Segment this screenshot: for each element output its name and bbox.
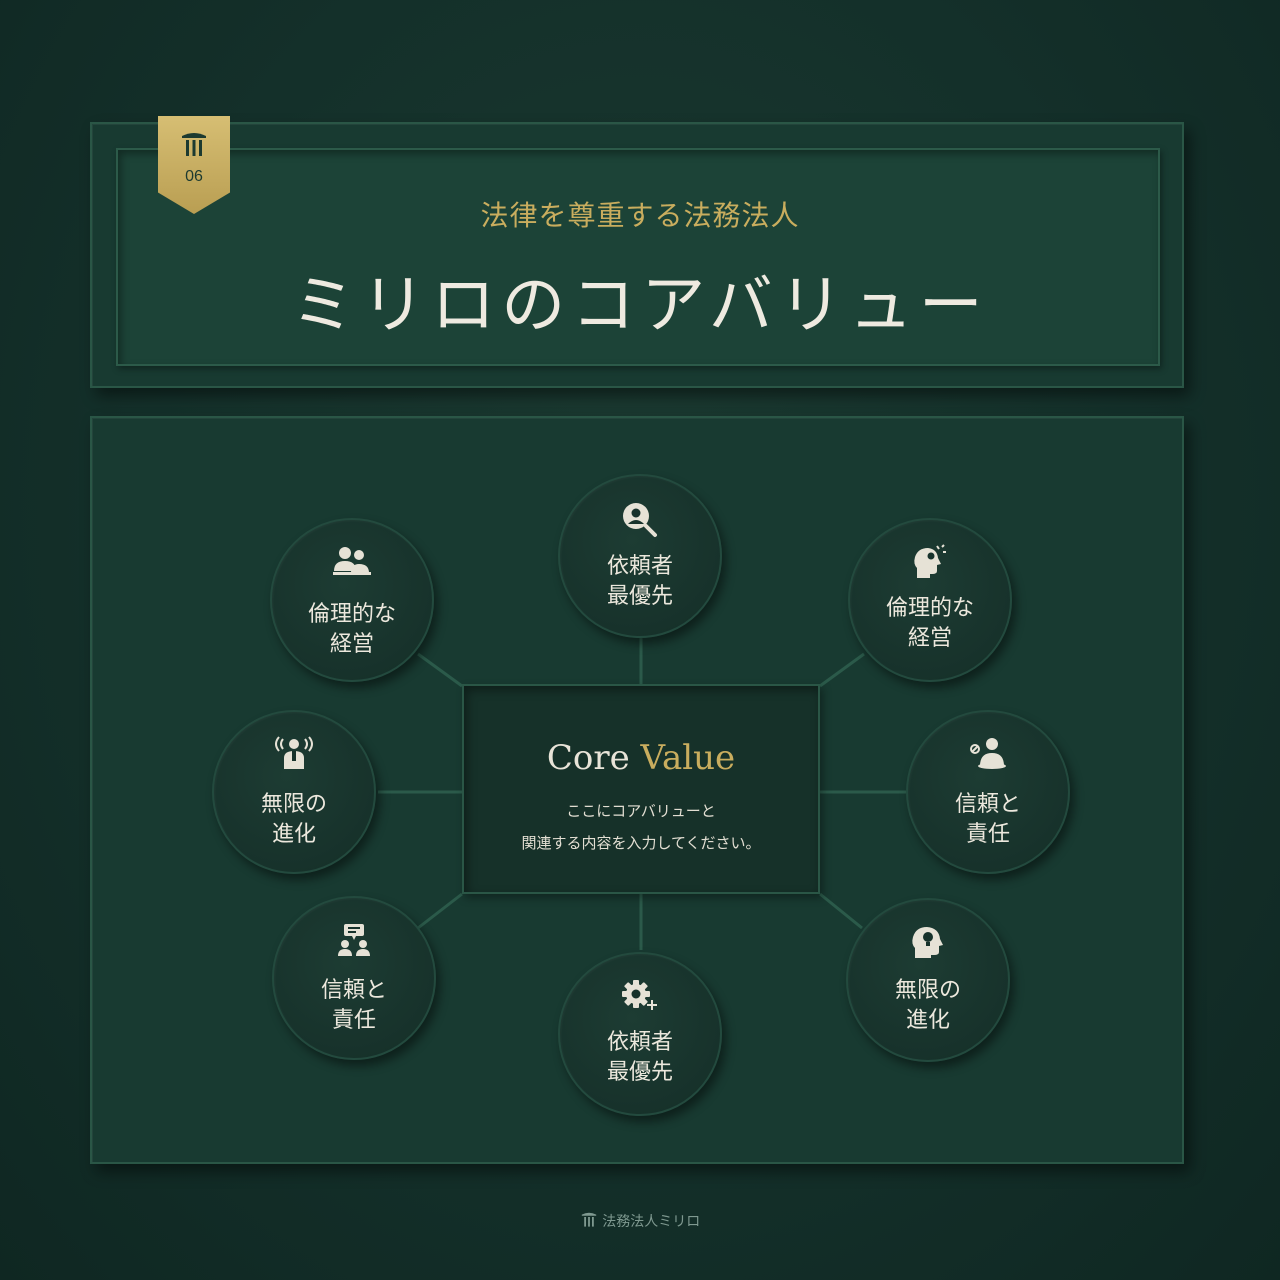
value-node-ethics-2: 倫理的な 経営 bbox=[848, 518, 1012, 682]
value-node-client-first-1: 依頼者 最優先 bbox=[558, 474, 722, 638]
core-value-text-line2: 関連する内容を入力してください。 bbox=[521, 834, 761, 852]
footer-brand: 法務法人ミリロ bbox=[0, 1211, 1280, 1231]
node-label-line2: 経営 bbox=[907, 626, 952, 651]
number-badge: 06 bbox=[158, 116, 230, 214]
pillar-icon bbox=[182, 133, 206, 156]
node-label-line1: 信頼と bbox=[954, 792, 1021, 817]
core-value-title-part1: Core bbox=[546, 738, 630, 778]
node-label-line1: 倫理的な bbox=[885, 596, 974, 621]
footer-text: 法務法人ミリロ bbox=[602, 1214, 701, 1230]
head-idea-icon bbox=[914, 544, 946, 578]
node-label-line2: 責任 bbox=[965, 822, 1010, 847]
person-badge-icon bbox=[970, 738, 1006, 769]
broadcast-person-icon bbox=[275, 736, 313, 769]
node-label-line2: 進化 bbox=[905, 1008, 950, 1033]
head-bulb-icon bbox=[912, 927, 943, 958]
node-label-line2: 経営 bbox=[329, 632, 374, 657]
core-value-title: Core Value bbox=[464, 738, 818, 778]
value-node-evolution-2: 無限の 進化 bbox=[846, 898, 1010, 1062]
node-label-line2: 責任 bbox=[331, 1008, 376, 1033]
node-label-line1: 信頼と bbox=[320, 978, 387, 1003]
node-label-line1: 倫理的な bbox=[307, 602, 396, 627]
header-inner-panel bbox=[116, 148, 1160, 366]
core-value-box: Core Value ここにコアバリューと 関連する内容を入力してください。 bbox=[462, 684, 820, 894]
value-node-trust-2: 信頼と 責任 bbox=[272, 896, 436, 1060]
node-label-line1: 依頼者 bbox=[606, 1030, 673, 1055]
value-node-ethics-1: 倫理的な 経営 bbox=[270, 518, 434, 682]
page-title: ミリロのコアバリュー bbox=[291, 269, 989, 343]
value-node-client-first-2: 依頼者 最優先 bbox=[558, 952, 722, 1116]
node-label-line2: 最優先 bbox=[606, 1060, 673, 1085]
users-icon bbox=[333, 547, 371, 575]
node-label-line1: 無限の bbox=[260, 792, 327, 817]
node-label-line2: 最優先 bbox=[606, 584, 673, 609]
pillar-icon bbox=[581, 1212, 596, 1227]
node-label-line2: 進化 bbox=[271, 822, 316, 847]
value-node-trust-1: 信頼と 責任 bbox=[906, 710, 1070, 874]
core-value-text-line1: ここにコアバリューと bbox=[566, 802, 716, 820]
value-node-evolution-1: 無限の 進化 bbox=[212, 710, 376, 874]
search-person-icon bbox=[623, 503, 657, 537]
node-label-line1: 無限の bbox=[894, 978, 961, 1003]
core-value-title-part2: Value bbox=[640, 738, 736, 778]
gear-plus-icon bbox=[622, 980, 657, 1010]
node-label-line1: 依頼者 bbox=[606, 554, 673, 579]
badge-number: 06 bbox=[185, 168, 203, 185]
page-subtitle: 法律を尊重する法務法人 bbox=[480, 199, 800, 232]
team-chat-icon bbox=[338, 924, 370, 956]
